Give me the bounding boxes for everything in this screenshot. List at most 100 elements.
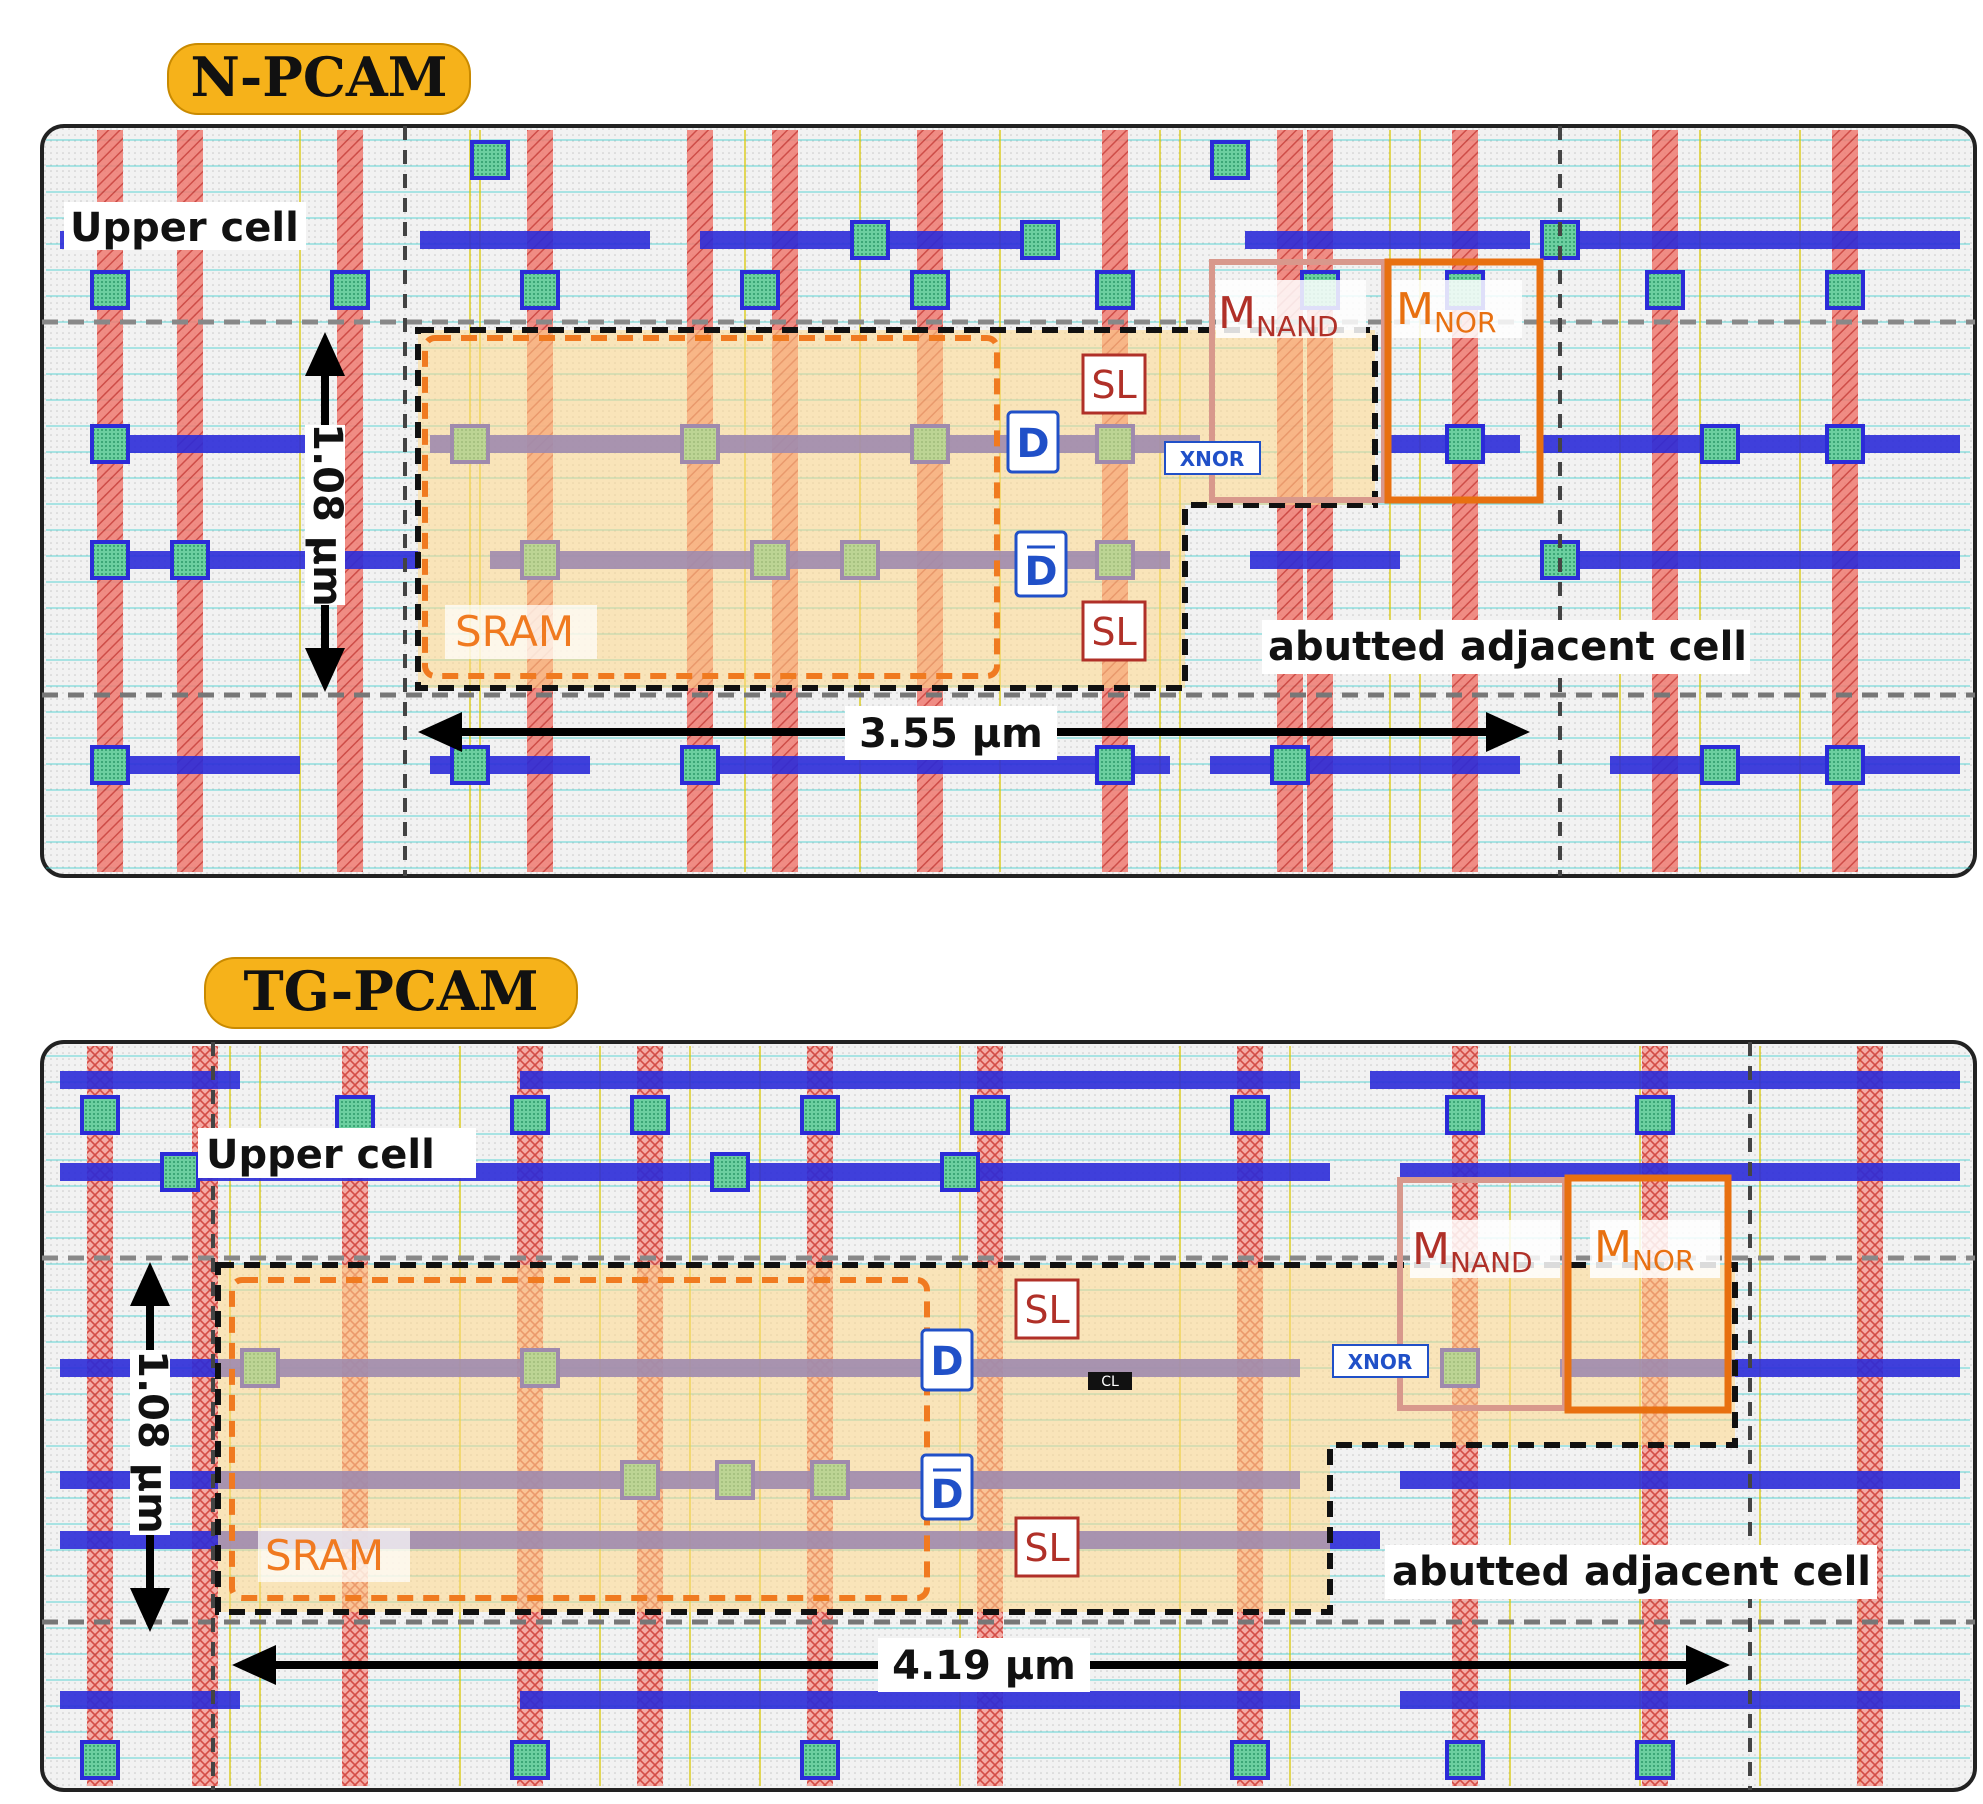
metal1-rail: [520, 1691, 1300, 1709]
sl-top-label: SL: [1091, 363, 1136, 407]
metal1-rail: [1400, 1691, 1960, 1709]
adjacent-label: abutted adjacent cell: [1268, 624, 1747, 670]
adjacent-label: abutted adjacent cell: [1392, 1549, 1871, 1595]
poly-gate: [1857, 1046, 1883, 1786]
height-arrow-up: [130, 1262, 170, 1306]
panel-title: N-PCAM: [190, 45, 447, 109]
metal1-rail: [90, 756, 300, 774]
metal1-rail: [1250, 551, 1400, 569]
via-contact: [510, 1740, 550, 1780]
mnand-sub: NAND: [1256, 310, 1339, 343]
via-contact: [800, 1740, 840, 1780]
via-contact: [335, 1095, 375, 1135]
via-contact: [470, 140, 510, 180]
via-contact: [90, 540, 130, 580]
mnor-main: M: [1396, 284, 1434, 335]
width-arrow-left: [418, 712, 462, 752]
metal1-rail: [1580, 231, 1960, 249]
mnand-main: M: [1412, 1224, 1450, 1275]
mnand-label: MNAND: [1412, 1224, 1533, 1279]
via-contact: [170, 540, 210, 580]
xnor-label: XNOR: [1180, 447, 1245, 471]
via-contact: [1645, 270, 1685, 310]
mnand-label: MNAND: [1218, 288, 1339, 343]
panel-n-pcam: N-PCAM Upper cell 1.08 μm 3.55 μm SRAM S…: [40, 43, 1977, 878]
d-label-box: [1006, 410, 1060, 474]
via-contact: [1445, 1740, 1485, 1780]
sl-bottom-label: SL: [1091, 610, 1136, 654]
mnor-label: MNOR: [1594, 1222, 1694, 1277]
metal1-rail: [90, 435, 340, 453]
width-label: 4.19 μm: [892, 1643, 1076, 1689]
poly-gate: [177, 130, 203, 872]
via-contact: [740, 270, 780, 310]
via-contact: [330, 270, 370, 310]
upper-cell-label: Upper cell: [70, 205, 299, 251]
sram-region: [229, 1277, 930, 1601]
sl-top-box: [1081, 353, 1147, 415]
upper-cell-label-bg: [198, 1128, 476, 1178]
metal1-rail: [60, 1691, 240, 1709]
d-label-box: [920, 1328, 974, 1392]
via-contact: [1020, 220, 1060, 260]
via-contact: [160, 1152, 200, 1192]
poly-gate: [87, 1046, 113, 1786]
via-contact: [90, 745, 130, 785]
metal1-rail: [60, 1071, 240, 1089]
mnand-main: M: [1218, 288, 1256, 339]
height-label: 1.08 μm: [129, 1350, 175, 1534]
xnor-label-box: [1164, 441, 1261, 475]
via-contact: [1825, 745, 1865, 785]
sram-region: [422, 335, 1000, 679]
sram-label-bg: [258, 1528, 410, 1582]
metal1-rail: [1245, 231, 1530, 249]
panel-tg-pcam: TG-PCAM Upper cell 1.08 μm 4.19 μm SRAM …: [40, 957, 1977, 1792]
metal1-rail: [1540, 551, 1960, 569]
width-arrow-right: [1686, 1645, 1730, 1685]
metal1-rail: [1610, 756, 1960, 774]
upper-cell-label-bg: [64, 202, 306, 250]
via-contact: [710, 1152, 750, 1192]
width-label: 3.55 μm: [859, 711, 1043, 757]
title-badge: [204, 957, 578, 1029]
mnor-main: M: [1594, 1222, 1632, 1273]
upper-cell-label: Upper cell: [206, 1132, 435, 1178]
via-contact: [1825, 424, 1865, 464]
mnor-box: [1564, 1174, 1732, 1414]
metal1-rail: [520, 1071, 1300, 1089]
small-tag-bg: [1088, 1372, 1132, 1390]
via-contact: [450, 745, 490, 785]
mnand-box: [1209, 259, 1387, 503]
via-contact: [680, 745, 720, 785]
via-contact: [1635, 1740, 1675, 1780]
via-contact: [800, 1095, 840, 1135]
metal1-rail: [1400, 1471, 1960, 1489]
via-contact: [90, 424, 130, 464]
via-contact: [1700, 745, 1740, 785]
height-arrow-up: [305, 332, 345, 376]
metal1-rail: [1400, 1163, 1960, 1181]
sl-top-label: SL: [1024, 1288, 1069, 1332]
mnor-label-bg: [1392, 280, 1522, 338]
sl-bottom-box: [1081, 600, 1147, 662]
width-label-bg: [878, 1638, 1090, 1692]
mnor-box: [1384, 258, 1544, 504]
xnor-label-box: [1332, 1344, 1429, 1378]
title-badge: [167, 43, 471, 115]
width-arrow-left: [232, 1645, 276, 1685]
sl-top-box: [1014, 1278, 1080, 1340]
via-contact: [1230, 1740, 1270, 1780]
mnor-label: MNOR: [1396, 284, 1496, 339]
via-contact: [520, 270, 560, 310]
via-contact: [1635, 1095, 1675, 1135]
via-contact: [1445, 424, 1485, 464]
small-tag: CL: [1101, 1374, 1119, 1390]
width-label-bg: [845, 706, 1057, 760]
via-contact: [1445, 1095, 1485, 1135]
via-contact: [940, 1152, 980, 1192]
poly-gate: [1652, 130, 1678, 872]
sl-bottom-label: SL: [1024, 1526, 1069, 1570]
xnor-label: XNOR: [1348, 1350, 1413, 1374]
via-contact: [90, 270, 130, 310]
adjacent-label-bg: [1262, 620, 1750, 674]
